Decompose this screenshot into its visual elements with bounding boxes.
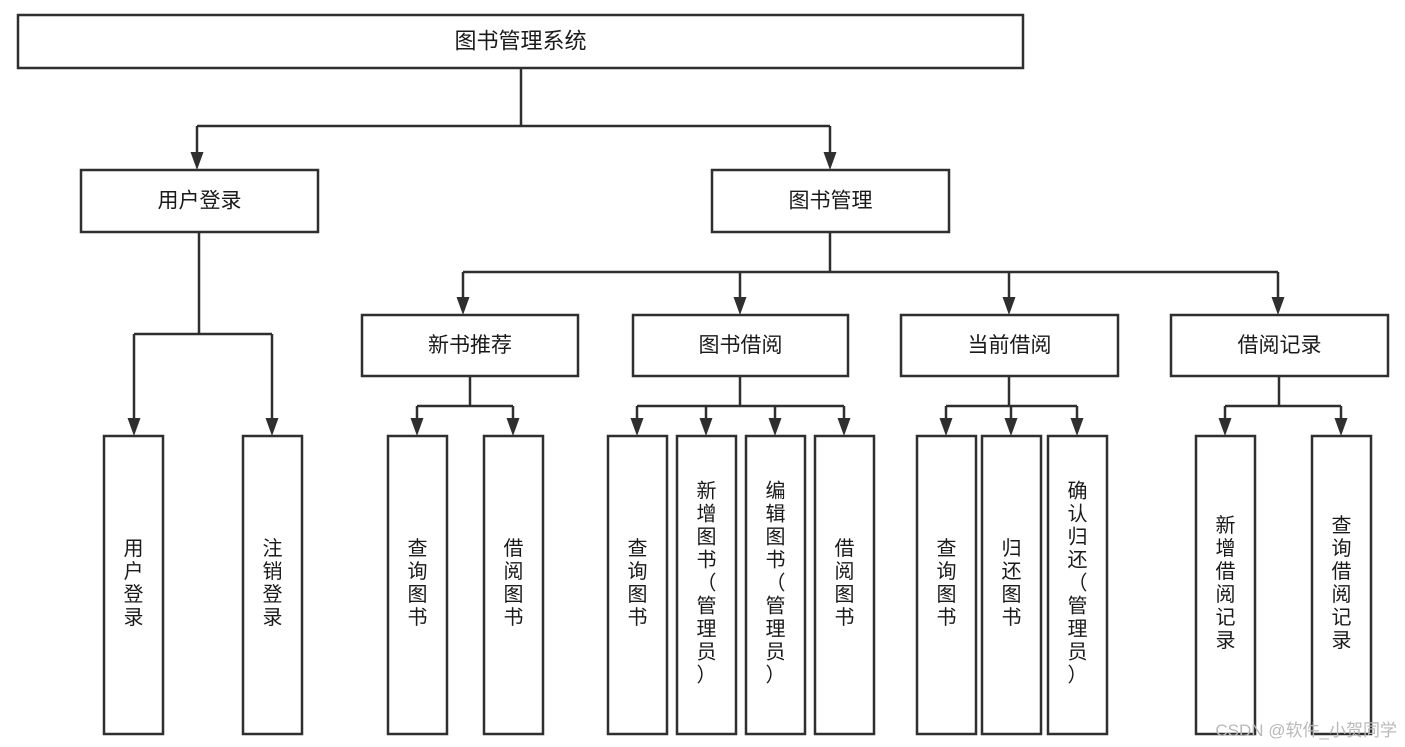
node-box[interactable]	[1169, 313, 1390, 378]
node-book-manage[interactable]: 图书管理	[710, 168, 951, 234]
node-box[interactable]	[102, 434, 165, 736]
node-label: 查询借阅记录	[1332, 514, 1352, 652]
arrow-head-icon	[630, 418, 644, 436]
arrow-head-icon	[768, 418, 782, 436]
node-label: 当前借阅	[968, 334, 1052, 357]
arrow-head-icon	[506, 418, 520, 436]
arrow-head-icon	[1334, 418, 1348, 436]
node-label: 借阅图书	[835, 537, 855, 629]
node-book-borrow[interactable]: 图书借阅	[631, 313, 850, 378]
node-box[interactable]	[16, 13, 1025, 70]
arrow-head-icon	[265, 418, 279, 436]
node-box[interactable]	[813, 434, 876, 736]
node-br-query[interactable]: 查询借阅记录	[1310, 434, 1373, 736]
node-nb-query[interactable]: 查询图书	[386, 434, 449, 736]
node-bb-borrow[interactable]: 借阅图书	[813, 434, 876, 736]
node-label: 图书借阅	[699, 334, 783, 357]
arrow-head-icon	[1218, 418, 1232, 436]
node-label: 归还图书	[1002, 537, 1022, 629]
connector-book-borrow	[630, 376, 851, 436]
node-box[interactable]	[360, 313, 580, 378]
node-cb-return[interactable]: 归还图书	[980, 434, 1043, 736]
node-label: 查询图书	[937, 537, 957, 629]
node-label: 确认归还（管理员）	[1068, 480, 1088, 687]
node-box[interactable]	[386, 434, 449, 736]
node-box[interactable]	[606, 434, 669, 736]
connector-layer	[127, 68, 1348, 436]
arrow-head-icon	[1002, 297, 1016, 315]
arrow-head-icon	[456, 297, 470, 315]
connector-user-login	[127, 232, 279, 436]
node-current-borrow[interactable]: 当前借阅	[899, 313, 1120, 378]
node-br-add[interactable]: 新增借阅记录	[1194, 434, 1257, 736]
connector-new-book-rec	[410, 376, 520, 436]
node-box[interactable]	[1046, 434, 1109, 736]
csdn-watermark: CSDN @软件_小贺同学	[1215, 721, 1397, 740]
node-label: 图书管理	[789, 190, 873, 213]
node-label: 注销登录	[263, 537, 283, 629]
node-label: 查询图书	[628, 537, 648, 629]
node-leaf-user-login[interactable]: 用户登录	[102, 434, 165, 736]
node-cb-query[interactable]: 查询图书	[915, 434, 978, 736]
node-box[interactable]	[482, 434, 545, 736]
node-box[interactable]	[710, 168, 951, 234]
node-label: 新增借阅记录	[1216, 514, 1236, 652]
node-root[interactable]: 图书管理系统	[16, 13, 1025, 70]
arrow-head-icon	[837, 418, 851, 436]
arrow-head-icon	[1070, 418, 1084, 436]
arrow-head-icon	[1004, 418, 1018, 436]
arrow-head-icon	[733, 297, 747, 315]
node-bb-add[interactable]: 新增图书（管理员）	[675, 434, 738, 736]
node-box[interactable]	[744, 434, 807, 736]
connector-root	[190, 68, 837, 170]
node-borrow-record[interactable]: 借阅记录	[1169, 313, 1390, 378]
node-label: 借阅图书	[504, 537, 524, 629]
node-user-login[interactable]: 用户登录	[79, 168, 320, 234]
node-box[interactable]	[79, 168, 320, 234]
connector-borrow-record	[1218, 376, 1348, 436]
node-box[interactable]	[1310, 434, 1373, 736]
node-box[interactable]	[631, 313, 850, 378]
node-box[interactable]	[899, 313, 1120, 378]
node-box[interactable]	[675, 434, 738, 736]
node-leaf-logout[interactable]: 注销登录	[241, 434, 304, 736]
node-box[interactable]	[241, 434, 304, 736]
node-cb-confirm[interactable]: 确认归还（管理员）	[1046, 434, 1109, 736]
node-label: 编辑图书（管理员）	[766, 480, 786, 687]
arrow-head-icon	[939, 418, 953, 436]
node-box[interactable]	[915, 434, 978, 736]
arrow-head-icon	[699, 418, 713, 436]
node-label: 新书推荐	[428, 334, 512, 357]
node-box[interactable]	[980, 434, 1043, 736]
node-label: 借阅记录	[1238, 334, 1322, 357]
node-label: 图书管理系统	[454, 28, 586, 53]
node-label: 用户登录	[158, 190, 242, 213]
node-bb-query[interactable]: 查询图书	[606, 434, 669, 736]
arrow-head-icon	[410, 418, 424, 436]
node-new-book-rec[interactable]: 新书推荐	[360, 313, 580, 378]
node-label: 新增图书（管理员）	[697, 480, 717, 687]
arrow-head-icon	[1271, 297, 1285, 315]
connector-book-manage	[456, 232, 1285, 315]
arrow-head-icon	[190, 152, 204, 170]
arrow-head-icon	[823, 152, 837, 170]
arrow-head-icon	[127, 418, 141, 436]
node-layer: 图书管理系统用户登录图书管理新书推荐图书借阅当前借阅借阅记录用户登录注销登录查询…	[16, 13, 1390, 736]
node-nb-borrow[interactable]: 借阅图书	[482, 434, 545, 736]
node-label: 查询图书	[408, 537, 428, 629]
connector-current-borrow	[939, 376, 1084, 436]
node-box[interactable]	[1194, 434, 1257, 736]
node-label: 用户登录	[124, 538, 144, 629]
node-bb-edit[interactable]: 编辑图书（管理员）	[744, 434, 807, 736]
